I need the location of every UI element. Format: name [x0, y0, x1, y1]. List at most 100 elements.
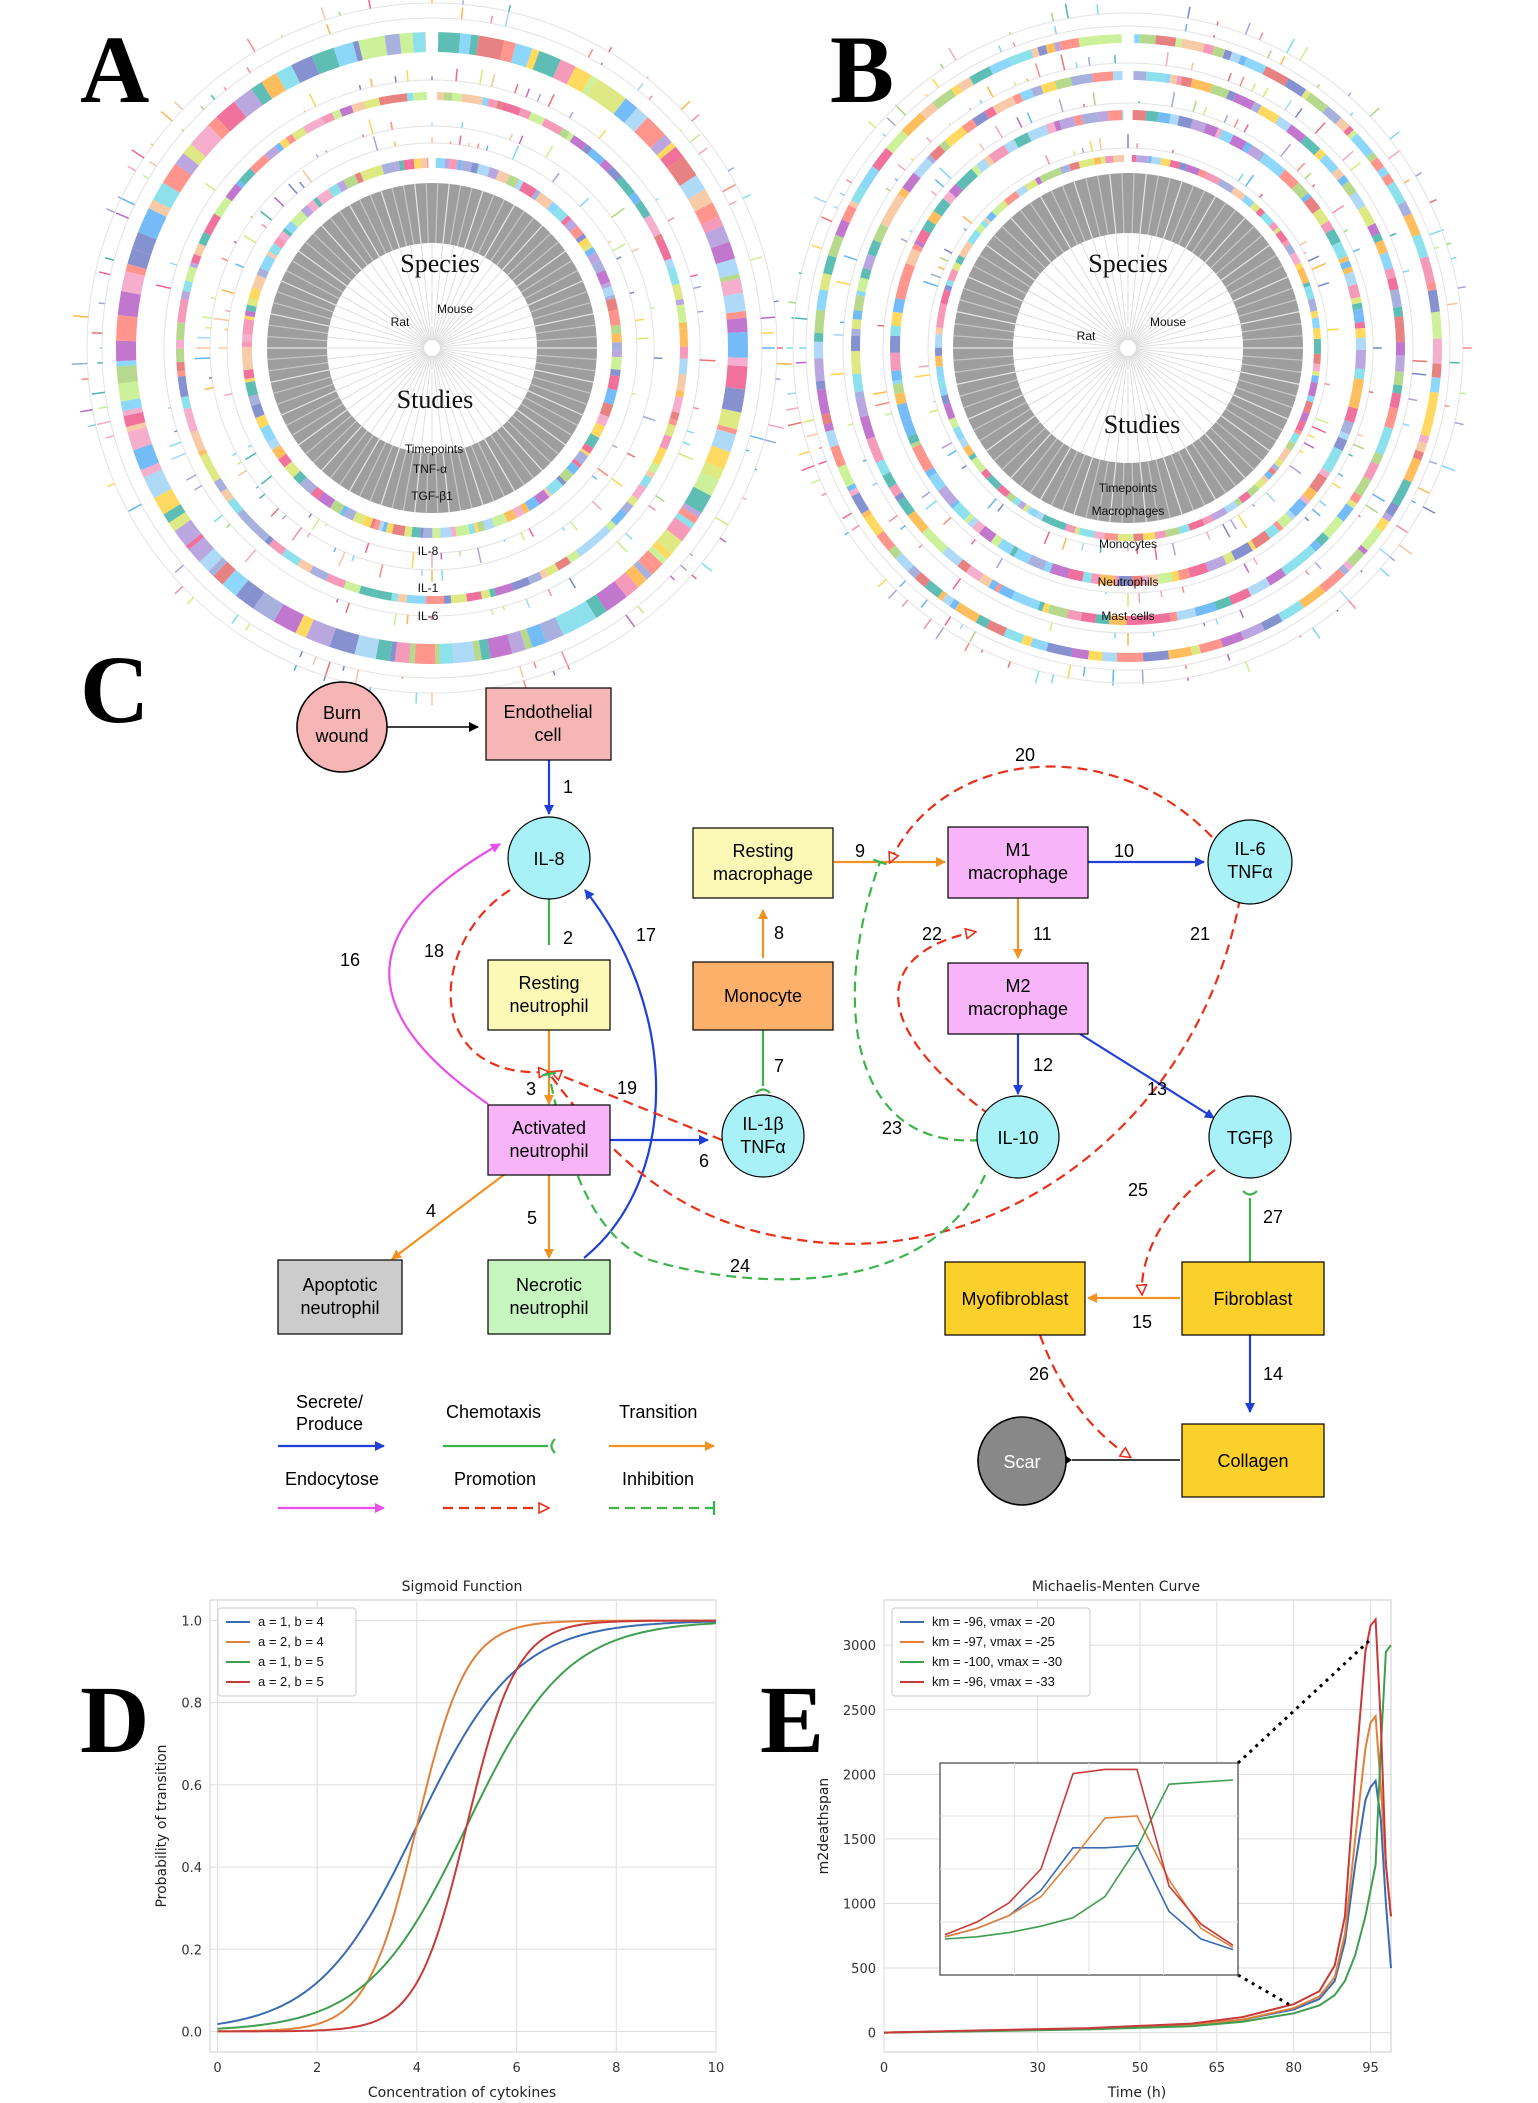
legend-secrete-label: Secrete/ [296, 1392, 363, 1412]
sigmoid-xtick-label: 6 [512, 2061, 520, 2076]
circos-b-species-label: Species [1088, 249, 1167, 278]
edge-label-10: 10 [1114, 841, 1134, 861]
sigmoid-chart-title: Sigmoid Function [402, 1579, 523, 1595]
node-m2-macrophage: M2 macrophage [947, 962, 1089, 1035]
sigmoid-ytick-label: 0.8 [181, 1697, 202, 1712]
edge-16 [388, 843, 501, 1105]
circos-a-timepoints-label: Timepoints [405, 442, 463, 456]
mm-ylabel: m2deathspan [816, 1778, 832, 1875]
mm-xtick-label: 0 [880, 2061, 888, 2076]
node-il6-tnfa: IL-6 TNFα [1207, 819, 1293, 905]
svg-text:Scar: Scar [1003, 1452, 1040, 1472]
sigmoid-xtick-label: 2 [313, 2061, 321, 2076]
edge-label-8: 8 [774, 923, 784, 943]
svg-text:IL-8: IL-8 [533, 849, 564, 869]
network-edges [387, 722, 1258, 1464]
circos-a-il1-label: IL-1 [418, 581, 439, 595]
svg-text:macrophage: macrophage [968, 999, 1068, 1019]
edge-25 [1142, 1169, 1216, 1294]
svg-text:Activated: Activated [512, 1118, 586, 1138]
sigmoid-ytick-label: 0.2 [181, 1943, 202, 1958]
network-nodes: Burn wound Endothelial cell IL-8 Resting… [277, 681, 1325, 1506]
edge-label-14: 14 [1263, 1364, 1283, 1384]
node-collagen: Collagen [1181, 1423, 1325, 1498]
sigmoid-legend-entry: a = 1, b = 5 [258, 1654, 324, 1669]
sigmoid-ytick-label: 0.6 [181, 1779, 202, 1794]
svg-text:IL-6: IL-6 [1234, 839, 1265, 859]
mm-legend-entry: km = -96, vmax = -20 [932, 1614, 1055, 1629]
legend-inhibition-label: Inhibition [622, 1469, 694, 1489]
mm-ytick-label: 0 [868, 2027, 876, 2042]
edge-19 [552, 1072, 723, 1142]
mm-series-line-4 [883, 1616, 1392, 2034]
circos-b-studies-label: Studies [1104, 410, 1181, 439]
mm-ytick-label: 1500 [843, 1833, 876, 1848]
edge-18 [449, 889, 548, 1072]
node-endothelial-cell: Endothelial cell [485, 687, 612, 761]
edge-26 [1038, 1334, 1130, 1457]
circos-a-rat-label: Rat [391, 315, 410, 329]
sigmoid-xtick-label: 8 [612, 2061, 620, 2076]
svg-text:Apoptotic: Apoptotic [302, 1275, 377, 1295]
edge-label-9: 9 [855, 841, 865, 861]
mm-inset-zoom [939, 1638, 1372, 2007]
circos-a-il8-label: IL-8 [418, 544, 439, 558]
node-activated-neutrophil: Activated neutrophil [487, 1104, 611, 1176]
mm-xtick-label: 65 [1209, 2061, 1226, 2076]
edge-label-26: 26 [1029, 1364, 1049, 1384]
edge-24 [541, 1071, 987, 1281]
svg-text:M2: M2 [1005, 976, 1030, 996]
zoom-line-top [1236, 1638, 1372, 1765]
legend-secrete-label-2: Produce [296, 1414, 363, 1434]
circos-plot-b: Species Rat Mouse Studies Timepoints Mac… [786, 3, 1472, 686]
mm-xtick-label: 50 [1132, 2061, 1149, 2076]
svg-text:neutrophil: neutrophil [509, 1141, 588, 1161]
circos-b-macrophages-label: Macrophages [1092, 504, 1165, 518]
node-resting-neutrophil: Resting neutrophil [487, 959, 611, 1031]
svg-text:macrophage: macrophage [713, 864, 813, 884]
node-il8: IL-8 [507, 816, 591, 900]
node-il10: IL-10 [976, 1095, 1060, 1179]
panel-label-d: D [80, 1666, 149, 1773]
node-myofibroblast: Myofibroblast [944, 1261, 1086, 1336]
svg-text:TGFβ: TGFβ [1227, 1128, 1273, 1148]
mm-ytick-label: 2000 [843, 1768, 876, 1783]
zoom-line-bottom [1237, 1973, 1291, 2007]
edge-label-15: 15 [1132, 1312, 1152, 1332]
circos-plot-a: Species Rat Mouse Studies Timepoints TNF… [71, 0, 793, 706]
node-necrotic-neutrophil: Necrotic neutrophil [487, 1259, 611, 1335]
legend-chemotaxis-label: Chemotaxis [446, 1402, 541, 1422]
sigmoid-series-line-4 [217, 1619, 716, 2033]
svg-text:IL-10: IL-10 [997, 1128, 1038, 1148]
mm-legend-box [891, 1607, 1091, 1697]
node-m1-macrophage: M1 macrophage [947, 826, 1089, 899]
inset-series-line-4 [944, 1768, 1234, 1946]
svg-text:Collagen: Collagen [1217, 1451, 1288, 1471]
edge-label-4: 4 [426, 1201, 436, 1221]
sigmoid-xtick-label: 4 [413, 2061, 421, 2076]
edge-label-20: 20 [1015, 745, 1035, 765]
sigmoid-xlabel: Concentration of cytokines [368, 2085, 556, 2101]
edge-label-13: 13 [1147, 1079, 1167, 1099]
mm-chart-title: Michaelis-Menten Curve [1032, 1579, 1200, 1595]
sigmoid-xtick-label: 10 [708, 2061, 725, 2076]
edge-label-17: 17 [636, 925, 656, 945]
panel-label-c: C [80, 636, 149, 743]
sigmoid-ytick-label: 0.0 [181, 2025, 202, 2040]
legend-endocytose-label: Endocytose [285, 1469, 379, 1489]
circos-b-mast-cells-label: Mast cells [1101, 609, 1154, 623]
svg-text:neutrophil: neutrophil [509, 1298, 588, 1318]
svg-text:Endothelial: Endothelial [503, 702, 592, 722]
svg-text:neutrophil: neutrophil [509, 996, 588, 1016]
circos-b-rat-label: Rat [1077, 329, 1096, 343]
circos-b-mouse-label: Mouse [1150, 315, 1186, 329]
sigmoid-ytick-label: 0.4 [181, 1861, 202, 1876]
edge-22 [897, 932, 991, 1116]
sigmoid-legend-box [217, 1607, 357, 1697]
panel-label-b: B [830, 16, 894, 123]
edge-13 [1079, 1033, 1215, 1119]
edge-label-12: 12 [1033, 1055, 1053, 1075]
svg-text:macrophage: macrophage [968, 863, 1068, 883]
edge-label-27: 27 [1263, 1207, 1283, 1227]
